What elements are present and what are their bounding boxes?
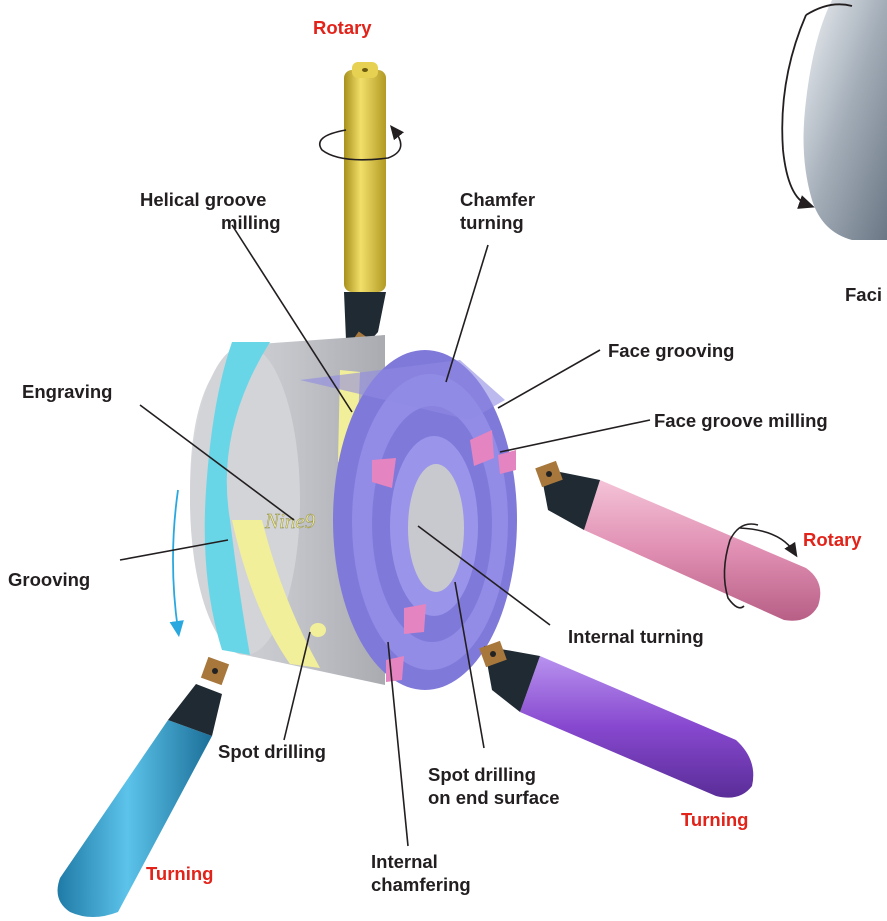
workpiece-engraving-text: Nine9 (264, 509, 316, 533)
label-line: Spot drilling (428, 763, 560, 786)
label-spot-drilling-end-surface: Spot drilling on end surface (428, 763, 560, 809)
label-internal-chamfering: Internal chamfering (371, 850, 471, 896)
label-turning-bottom-left: Turning (146, 862, 213, 885)
label-face-groove-milling: Face groove milling (654, 409, 828, 432)
label-engraving: Engraving (22, 380, 112, 403)
label-face-grooving: Face grooving (608, 339, 734, 362)
label-line: Helical groove (140, 188, 281, 211)
label-line: milling (140, 211, 281, 234)
main-workpiece: Nine9 (190, 335, 517, 690)
label-internal-turning: Internal turning (568, 625, 704, 648)
label-chamfer-turning: Chamfer turning (460, 188, 535, 234)
label-turning-bottom-right: Turning (681, 808, 748, 831)
label-line: Internal (371, 850, 471, 873)
rotary-milling-tool-right (535, 461, 820, 621)
label-grooving: Grooving (8, 568, 90, 591)
label-helical-groove-milling: Helical groove milling (140, 188, 281, 234)
facing-workpiece (782, 0, 887, 240)
label-line: turning (460, 211, 535, 234)
label-facing-partial: Faci (845, 283, 882, 306)
label-line: on end surface (428, 786, 560, 809)
label-spot-drilling: Spot drilling (218, 740, 326, 763)
rotary-milling-tool-top (320, 62, 401, 361)
label-rotary-top: Rotary (313, 16, 372, 39)
label-line: Chamfer (460, 188, 535, 211)
label-rotary-right: Rotary (803, 528, 862, 551)
label-line: chamfering (371, 873, 471, 896)
